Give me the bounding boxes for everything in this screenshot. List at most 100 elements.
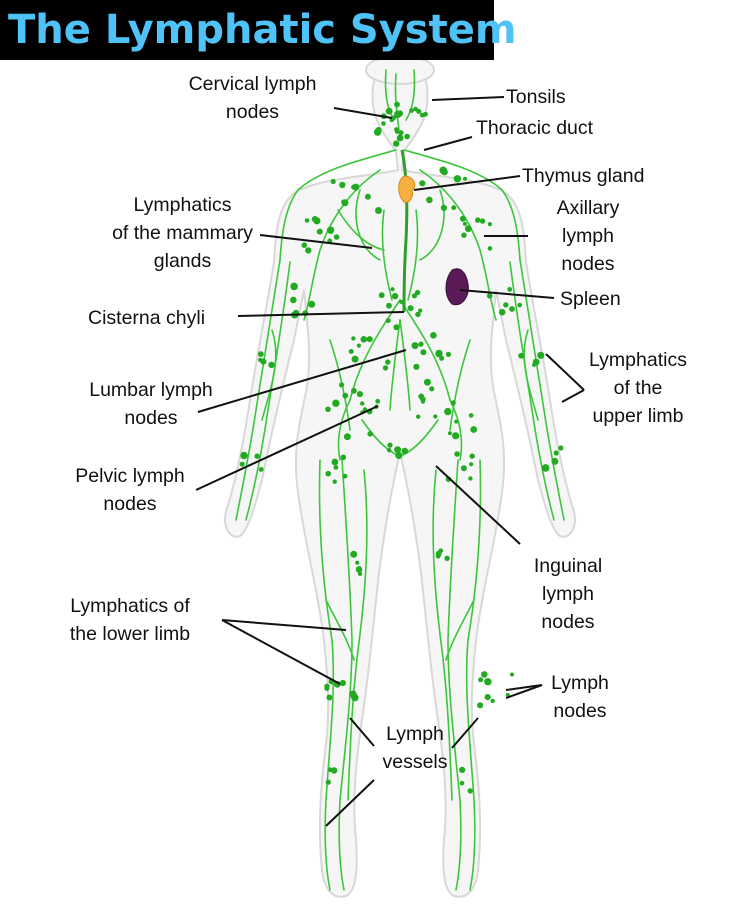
lymph-node — [459, 780, 465, 786]
lymph-node — [467, 788, 473, 794]
lymph-node — [325, 406, 331, 413]
leader-vessels-3 — [325, 779, 375, 827]
lymph-node — [558, 445, 564, 451]
lymph-node — [418, 341, 424, 347]
lymph-node — [394, 129, 400, 134]
lymph-node — [415, 311, 421, 318]
label-cisterna-chyli: Cisterna chyli — [88, 304, 205, 332]
lymph-node — [459, 215, 466, 222]
lymph-node — [357, 571, 363, 576]
lymph-node — [394, 446, 402, 454]
lymph-node — [487, 246, 493, 251]
lymph-node — [385, 107, 393, 115]
lymph-node — [470, 426, 478, 433]
lymph-node — [420, 349, 427, 356]
leader-lower-limb-2 — [221, 619, 341, 685]
lymph-node — [326, 226, 335, 234]
lymph-node — [451, 205, 457, 211]
lymph-node — [517, 302, 522, 308]
label-line: of the — [613, 377, 663, 399]
lymph-node — [356, 391, 363, 398]
label-line: upper limb — [592, 405, 684, 427]
lymph-node — [343, 433, 351, 441]
lymph-node — [450, 400, 456, 406]
lymph-node — [375, 398, 381, 404]
lymph-node — [290, 282, 298, 291]
label-line: nodes — [225, 101, 280, 123]
lymph-node — [355, 560, 360, 565]
lymph-node — [509, 306, 515, 312]
lymph-node — [325, 779, 331, 785]
lymph-node — [360, 336, 368, 343]
lymph-node — [393, 324, 400, 331]
lymph-node — [324, 686, 330, 691]
lymph-node — [401, 447, 409, 455]
leader-lower-limb-1 — [221, 619, 347, 631]
lymph-node — [333, 465, 339, 470]
lymph-node — [340, 454, 347, 461]
lymph-node — [385, 359, 391, 365]
lymph-node — [419, 112, 425, 118]
lymph-node — [459, 766, 466, 774]
lymph-node — [416, 108, 422, 114]
label-line: nodes — [124, 407, 178, 429]
lymph-node — [330, 178, 336, 185]
lymph-node — [414, 289, 421, 296]
leader-lumbar — [197, 349, 407, 413]
lymph-node — [469, 453, 475, 459]
lymph-node — [355, 566, 363, 573]
lymph-node — [268, 361, 275, 369]
lymph-node — [331, 458, 339, 466]
lymph-node — [469, 462, 474, 467]
label-cervical-lymph-nodes: Cervical lymph nodes — [170, 70, 335, 126]
label-line: Lymphatics of — [70, 595, 190, 617]
lymph-node — [240, 451, 248, 460]
lymph-node — [532, 358, 540, 366]
lymph-node — [445, 351, 452, 357]
lymph-node — [429, 386, 435, 392]
label-lower-limb-lymphatics: Lymphatics of the lower limb — [50, 592, 210, 648]
lymph-node — [387, 442, 393, 448]
lymph-node — [351, 336, 356, 341]
lymph-node — [433, 414, 438, 419]
lymph-node — [462, 221, 467, 226]
lymph-node — [435, 349, 443, 358]
leader-mammary — [259, 234, 373, 249]
lymph-node — [301, 242, 308, 248]
label-line: nodes — [103, 493, 157, 515]
lymph-node — [339, 382, 345, 388]
lymph-node — [468, 413, 474, 418]
lymph-node — [454, 419, 459, 424]
lymph-node — [475, 217, 481, 223]
lymph-node — [447, 431, 452, 436]
label-line: Tonsils — [506, 86, 566, 108]
lymph-node — [423, 378, 431, 386]
lymph-node — [339, 181, 346, 189]
page-title: The Lymphatic System — [8, 7, 517, 53]
lymph-node — [411, 342, 419, 350]
label-spleen: Spleen — [560, 285, 621, 313]
lymph-node — [239, 461, 245, 467]
lymph-node — [419, 180, 426, 187]
leader-thoracic-duct — [423, 136, 473, 151]
lymph-node — [349, 690, 357, 698]
lymph-node — [463, 176, 467, 181]
label-line: Lymph — [386, 723, 444, 745]
lymph-node — [387, 448, 392, 453]
lymph-node — [394, 101, 400, 108]
lymph-node — [479, 218, 486, 224]
lymph-node — [461, 232, 467, 238]
label-lymph-nodes: Lymph nodes — [540, 669, 620, 725]
lymph-node — [551, 457, 559, 465]
label-line: nodes — [553, 700, 607, 722]
label-lumbar-lymph-nodes: Lumbar lymph nodes — [72, 376, 230, 432]
lymph-node — [356, 343, 361, 348]
lymph-node — [413, 363, 420, 370]
lymph-vessel-network — [235, 69, 565, 891]
lymph-node — [452, 432, 460, 440]
lymph-node — [481, 671, 488, 678]
leader-vessels-1 — [349, 717, 375, 747]
lymph-node — [441, 168, 448, 176]
label-line: the lower limb — [69, 623, 191, 645]
